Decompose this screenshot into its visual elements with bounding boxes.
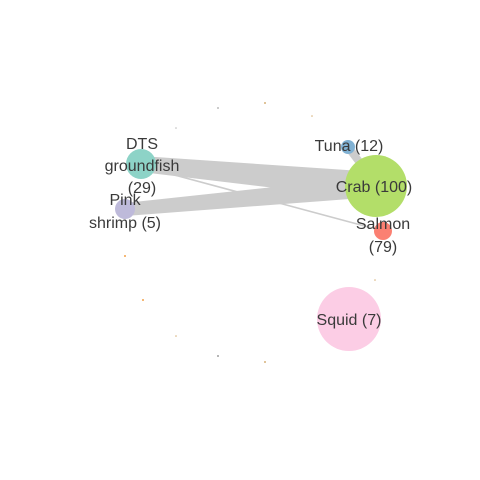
node-pink-shrimp[interactable] xyxy=(115,199,135,219)
scatter-dot xyxy=(311,115,313,117)
label-salmon-line-2: (79) xyxy=(369,239,397,256)
label-dts-line-3: (29) xyxy=(128,180,156,197)
scatter-dot xyxy=(217,355,219,357)
scatter-dot xyxy=(264,102,266,104)
scatter-dot xyxy=(175,335,177,337)
label-crab: Crab (100) xyxy=(336,179,412,196)
scatter-dot xyxy=(374,279,376,281)
scatter-dot xyxy=(175,127,177,129)
scatter-dots xyxy=(124,102,376,363)
node-squid[interactable] xyxy=(317,287,381,351)
label-pink-line-2: shrimp (5) xyxy=(89,215,161,232)
scatter-dot xyxy=(217,107,219,109)
label-dts-line-1: DTS xyxy=(126,136,158,153)
node-crab[interactable] xyxy=(345,155,407,217)
scatter-dot xyxy=(264,361,266,363)
label-salmon-line-1: Salmon xyxy=(356,216,410,233)
label-dts-line-2: groundfish xyxy=(105,158,180,175)
scatter-dot xyxy=(142,299,144,301)
edge-dts-salmon xyxy=(140,165,384,232)
label-squid: Squid (7) xyxy=(317,312,382,329)
label-pink-line-1: Pink xyxy=(109,192,141,209)
label-tuna: Tuna (12) xyxy=(315,138,384,155)
node-tuna[interactable] xyxy=(341,140,355,154)
node-dts-groundfish[interactable] xyxy=(126,149,156,179)
scatter-dot xyxy=(124,255,126,257)
nodes xyxy=(115,140,407,351)
node-salmon[interactable] xyxy=(374,222,392,240)
labels: DTS groundfish (29) Pink shrimp (5) Tuna… xyxy=(89,136,412,329)
